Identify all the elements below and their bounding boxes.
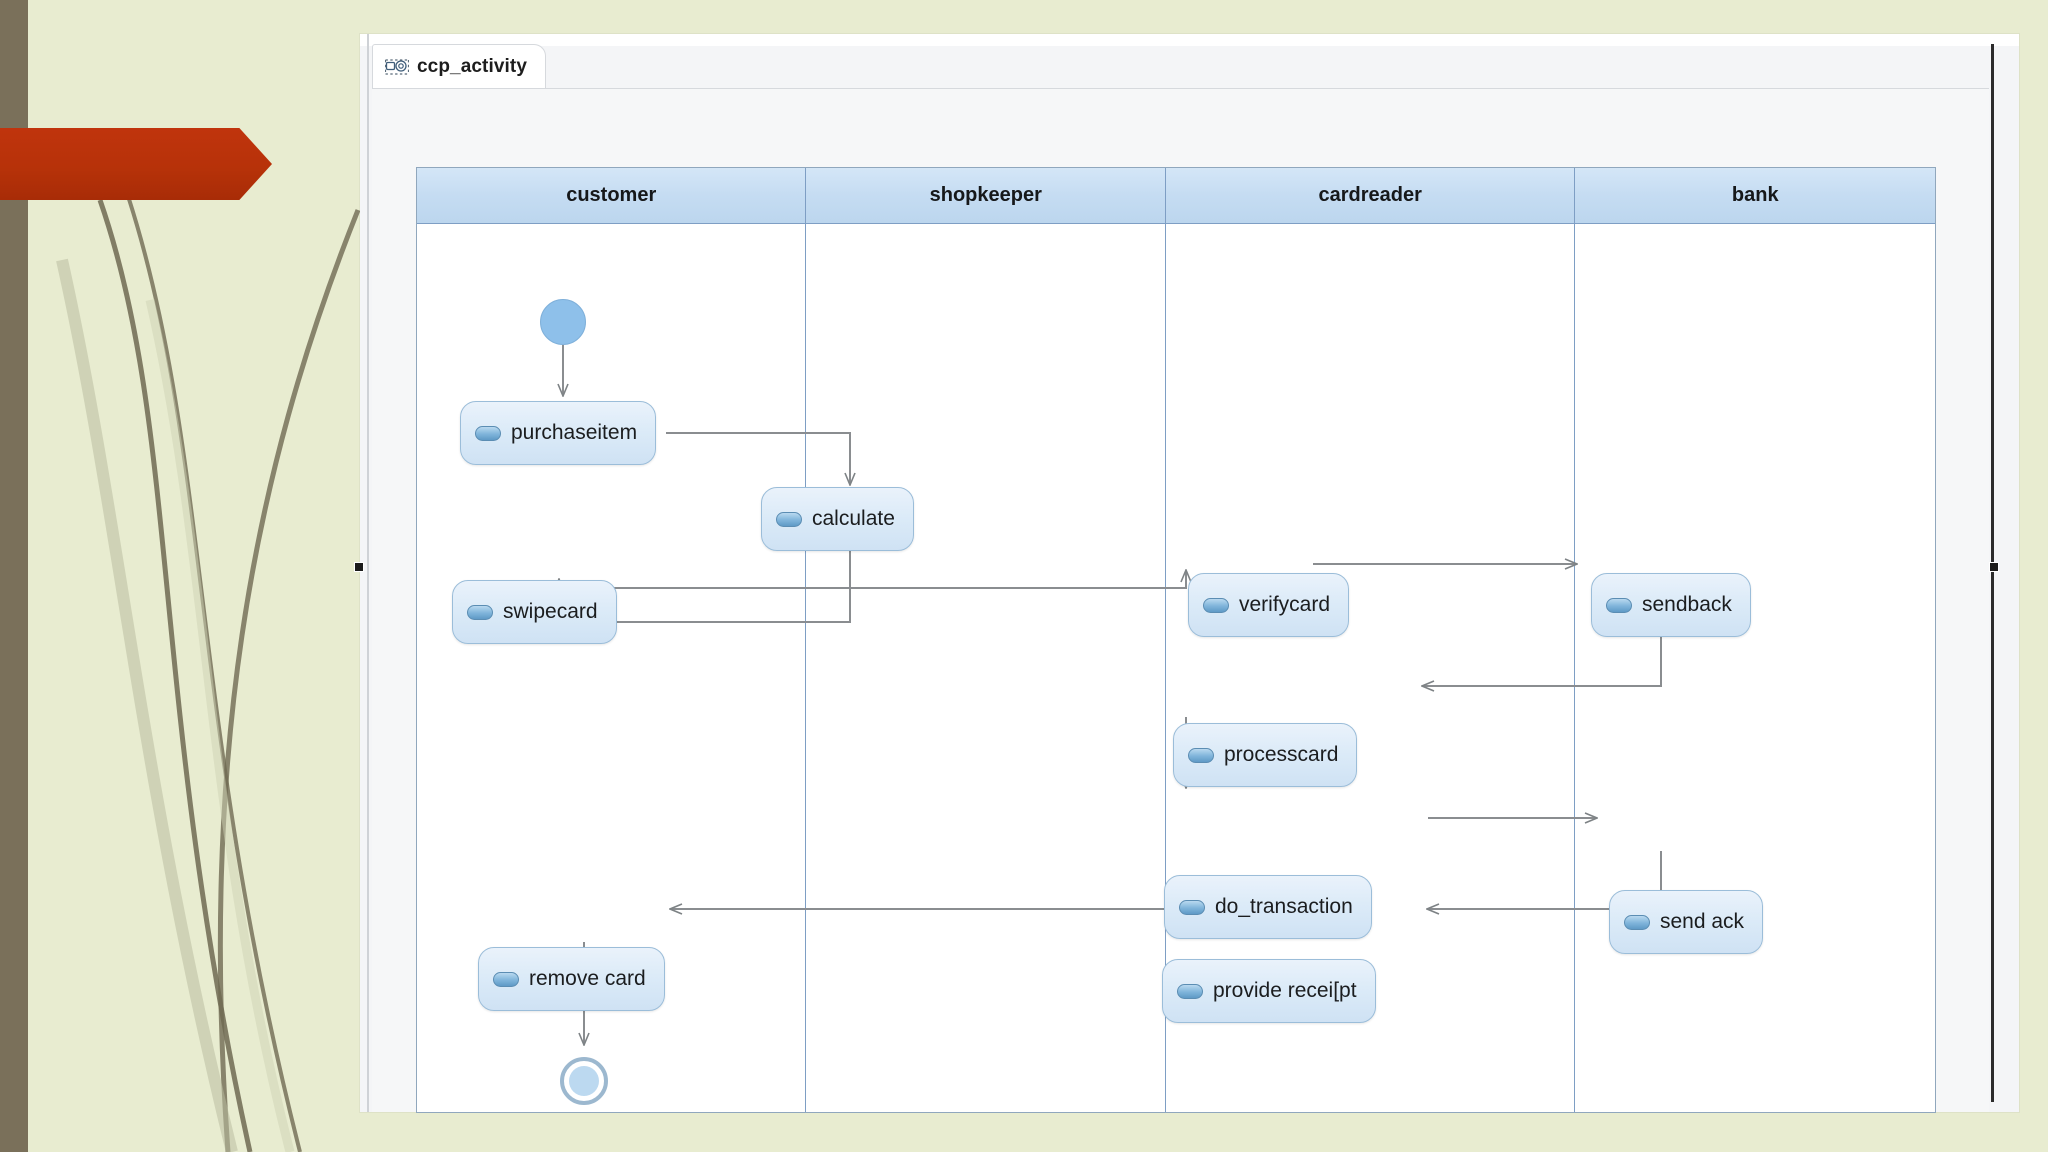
- action-icon: [1624, 914, 1650, 930]
- edge-purchaseitem-to-calculate: [666, 432, 850, 484]
- action-icon: [1177, 983, 1203, 999]
- embedded-screenshot-picture[interactable]: ccp_activity customer shopkeeper: [354, 34, 2019, 1113]
- swimlane-title: cardreader: [1318, 184, 1422, 206]
- action-node-calculate[interactable]: calculate: [761, 487, 914, 551]
- activity-diagram-icon: [385, 57, 409, 77]
- action-node-label: verifycard: [1239, 593, 1331, 616]
- diagram-canvas[interactable]: customer shopkeeper cardreader: [416, 167, 1936, 1113]
- swimlane-header-cardreader[interactable]: cardreader: [1166, 168, 1575, 224]
- swimlane-shopkeeper[interactable]: shopkeeper: [806, 168, 1167, 1112]
- swimlane-title: customer: [566, 184, 657, 206]
- initial-node[interactable]: [540, 299, 586, 345]
- action-node-processcard[interactable]: processcard: [1173, 723, 1358, 787]
- action-node-provide-receipt[interactable]: provide recei[pt: [1162, 959, 1376, 1023]
- action-node-label: sendback: [1642, 593, 1732, 616]
- action-icon: [1606, 597, 1632, 613]
- selection-handle-right-middle[interactable]: [1989, 562, 1999, 572]
- picture-right-edge-rule: [1991, 44, 1994, 1102]
- swimlane-bank[interactable]: bank: [1575, 168, 1935, 1112]
- decorative-grass-lines: [56, 195, 361, 1152]
- action-icon: [1179, 899, 1205, 915]
- swimlane-cardreader[interactable]: cardreader: [1166, 168, 1576, 1112]
- action-node-label: processcard: [1224, 743, 1339, 766]
- action-node-label: purchaseitem: [511, 421, 638, 444]
- editor-tab-label: ccp_activity: [417, 55, 527, 77]
- swimlane-title: bank: [1731, 184, 1779, 206]
- swimlane-header-bank[interactable]: bank: [1575, 168, 1935, 224]
- action-icon: [776, 511, 802, 527]
- action-node-label: calculate: [812, 507, 895, 530]
- action-node-label: send ack: [1660, 910, 1745, 933]
- action-node-verifycard[interactable]: verifycard: [1188, 573, 1350, 637]
- action-node-remove-card[interactable]: remove card: [478, 947, 665, 1011]
- edge-swipecard-to-verifycard: [563, 571, 1186, 589]
- action-node-label: do_transaction: [1215, 895, 1353, 918]
- action-icon: [1203, 597, 1229, 613]
- selection-handle-left-middle[interactable]: [354, 562, 364, 572]
- swimlane-header-shopkeeper[interactable]: shopkeeper: [806, 168, 1166, 224]
- picture-top-margin: [360, 34, 2019, 46]
- swimlane-header-customer[interactable]: customer: [417, 168, 806, 224]
- editor-body: customer shopkeeper cardreader: [372, 88, 1989, 1113]
- final-node[interactable]: [560, 1057, 608, 1105]
- action-icon: [493, 971, 519, 987]
- action-node-do-transaction[interactable]: do_transaction: [1164, 875, 1372, 939]
- action-node-label: provide recei[pt: [1213, 979, 1357, 1002]
- action-node-sendback[interactable]: sendback: [1591, 573, 1751, 637]
- action-node-purchaseitem[interactable]: purchaseitem: [460, 401, 657, 465]
- action-node-label: remove card: [529, 967, 646, 990]
- banner-arrow-shape: [0, 128, 272, 200]
- action-node-swipecard[interactable]: swipecard: [452, 580, 617, 644]
- picture-left-edge-rule: [367, 34, 369, 1112]
- swimlane-title: shopkeeper: [929, 184, 1042, 206]
- action-icon: [467, 604, 493, 620]
- action-node-send-ack[interactable]: send ack: [1609, 890, 1764, 954]
- editor-tab-ccp-activity[interactable]: ccp_activity: [372, 44, 546, 88]
- action-node-label: swipecard: [503, 600, 598, 623]
- action-icon: [475, 425, 501, 441]
- action-icon: [1188, 747, 1214, 763]
